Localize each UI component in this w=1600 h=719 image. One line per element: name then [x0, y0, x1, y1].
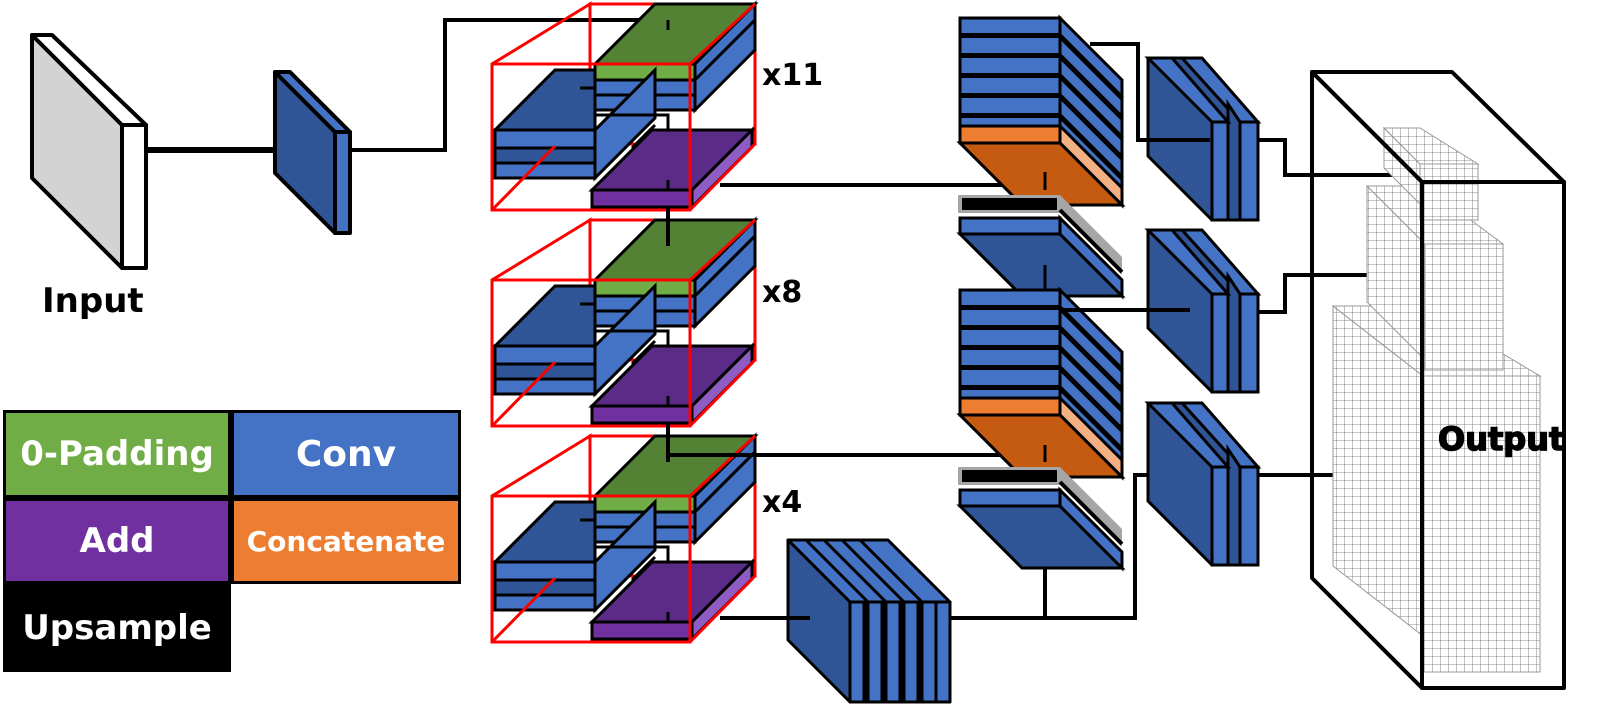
- legend-padding: 0-Padding: [3, 410, 231, 498]
- residual-block-bottom: [490, 434, 757, 644]
- connector: [1258, 138, 1410, 177]
- upsample-stack-middle: [956, 465, 1124, 570]
- upsample-stack-top: [956, 193, 1124, 298]
- legend: 0-Padding Conv Add Concatenate Upsample: [3, 410, 461, 672]
- legend-concatenate: Concatenate: [231, 498, 461, 584]
- output-grids: [1331, 126, 1542, 673]
- head-conv-bottom: [1146, 401, 1260, 567]
- concat-stack-middle: [960, 290, 1122, 477]
- residual-block-middle: [490, 218, 757, 428]
- residual-block-top: [490, 2, 757, 212]
- input-label: Input: [42, 281, 144, 321]
- repeat-label-bottom: x4: [762, 485, 802, 520]
- legend-add: Add: [3, 498, 231, 584]
- bottom-conv-stack: [786, 538, 952, 704]
- repeat-label-top: x11: [762, 58, 823, 93]
- output-label: Output: [1438, 420, 1564, 458]
- concat-stack-top: [960, 18, 1122, 205]
- repeat-label-middle: x8: [762, 275, 802, 310]
- connector: [1258, 273, 1410, 314]
- input-block: [30, 33, 148, 270]
- connector: [1090, 42, 1210, 142]
- first-conv-layer: [273, 70, 352, 235]
- output-box: [1310, 70, 1566, 690]
- legend-conv: Conv: [231, 410, 461, 498]
- legend-upsample: Upsample: [3, 584, 231, 672]
